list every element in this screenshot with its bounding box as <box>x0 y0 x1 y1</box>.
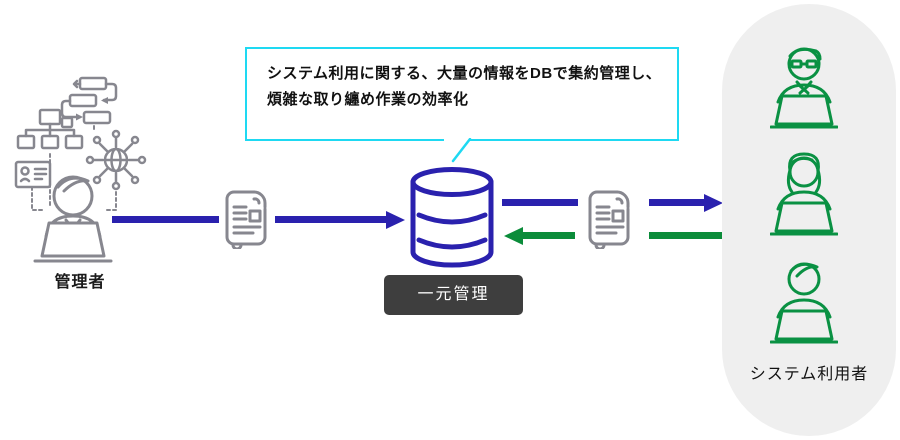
db-badge: 一元管理 <box>384 275 523 315</box>
callout-box: システム利用に関する、大量の情報をDBで集約管理し、 煩雑な取り纏め作業の効率化 <box>245 47 679 141</box>
user-glasses-icon <box>770 47 838 129</box>
document-icon-right <box>588 190 630 249</box>
flow-doc-to-db-arrowhead <box>386 211 405 229</box>
flow-doc-to-users-arrowhead <box>704 194 723 212</box>
hub-network-icon <box>85 129 147 191</box>
dashed-connectors <box>31 125 117 211</box>
user-plain-icon <box>770 262 838 344</box>
admin-cluster <box>14 76 147 263</box>
flow-admin-to-doc-line <box>112 216 219 223</box>
admin-label: 管理者 <box>54 274 106 291</box>
user-female-icon <box>770 152 838 236</box>
database-cylinder-icon <box>410 167 494 268</box>
users-label: システム利用者 <box>749 366 869 383</box>
admin-person-icon <box>33 175 113 263</box>
users-pill: システム利用者 <box>722 4 896 436</box>
db-badge-label: 一元管理 <box>417 286 490 303</box>
flow-users-to-doc-return-line <box>649 232 722 239</box>
flow-db-to-doc-line <box>502 199 578 206</box>
callout-tail-gap <box>444 137 470 144</box>
flow-doc-to-db-return-line <box>522 232 575 239</box>
callout-tail <box>451 138 472 163</box>
document-icon-left <box>225 190 267 249</box>
callout-line-2: 煩雑な取り纏め作業の効率化 <box>267 91 469 108</box>
network-tree-icon <box>16 108 84 150</box>
flow-doc-to-users-line <box>649 199 705 206</box>
flow-doc-to-db-return-arrowhead <box>504 227 523 245</box>
workflow-icon <box>60 76 118 129</box>
flow-doc-to-db-line <box>275 216 387 223</box>
callout-line-1: システム利用に関する、大量の情報をDBで集約管理し、 <box>267 65 662 82</box>
id-card-icon <box>14 160 52 189</box>
